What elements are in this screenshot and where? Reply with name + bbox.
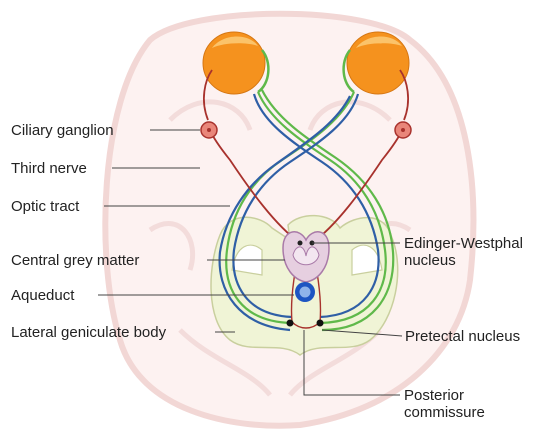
label-central-grey-matter: Central grey matter	[11, 252, 139, 269]
right-ciliary-ganglion	[395, 122, 411, 138]
label-pretectal-nucleus: Pretectal nucleus	[405, 328, 520, 345]
label-posterior-commissure-line2: commissure	[404, 404, 485, 421]
label-third-nerve: Third nerve	[11, 160, 87, 177]
pretectal-nucleus-left	[287, 320, 294, 327]
pretectal-nucleus-right	[317, 320, 324, 327]
edinger-westphal-nucleus-left	[298, 241, 303, 246]
label-edinger-westphal-line2: nucleus	[404, 252, 456, 269]
brain-outline	[105, 14, 473, 426]
label-posterior-commissure-line1: Posterior	[404, 387, 464, 404]
label-optic-tract: Optic tract	[11, 198, 80, 215]
label-edinger-westphal-line1: Edinger-Westphal	[404, 235, 523, 252]
left-ciliary-ganglion	[201, 122, 217, 138]
aqueduct	[295, 282, 315, 302]
label-ciliary-ganglion: Ciliary ganglion	[11, 122, 114, 139]
label-aqueduct: Aqueduct	[11, 287, 75, 304]
label-lateral-geniculate-body: Lateral geniculate body	[11, 324, 167, 341]
